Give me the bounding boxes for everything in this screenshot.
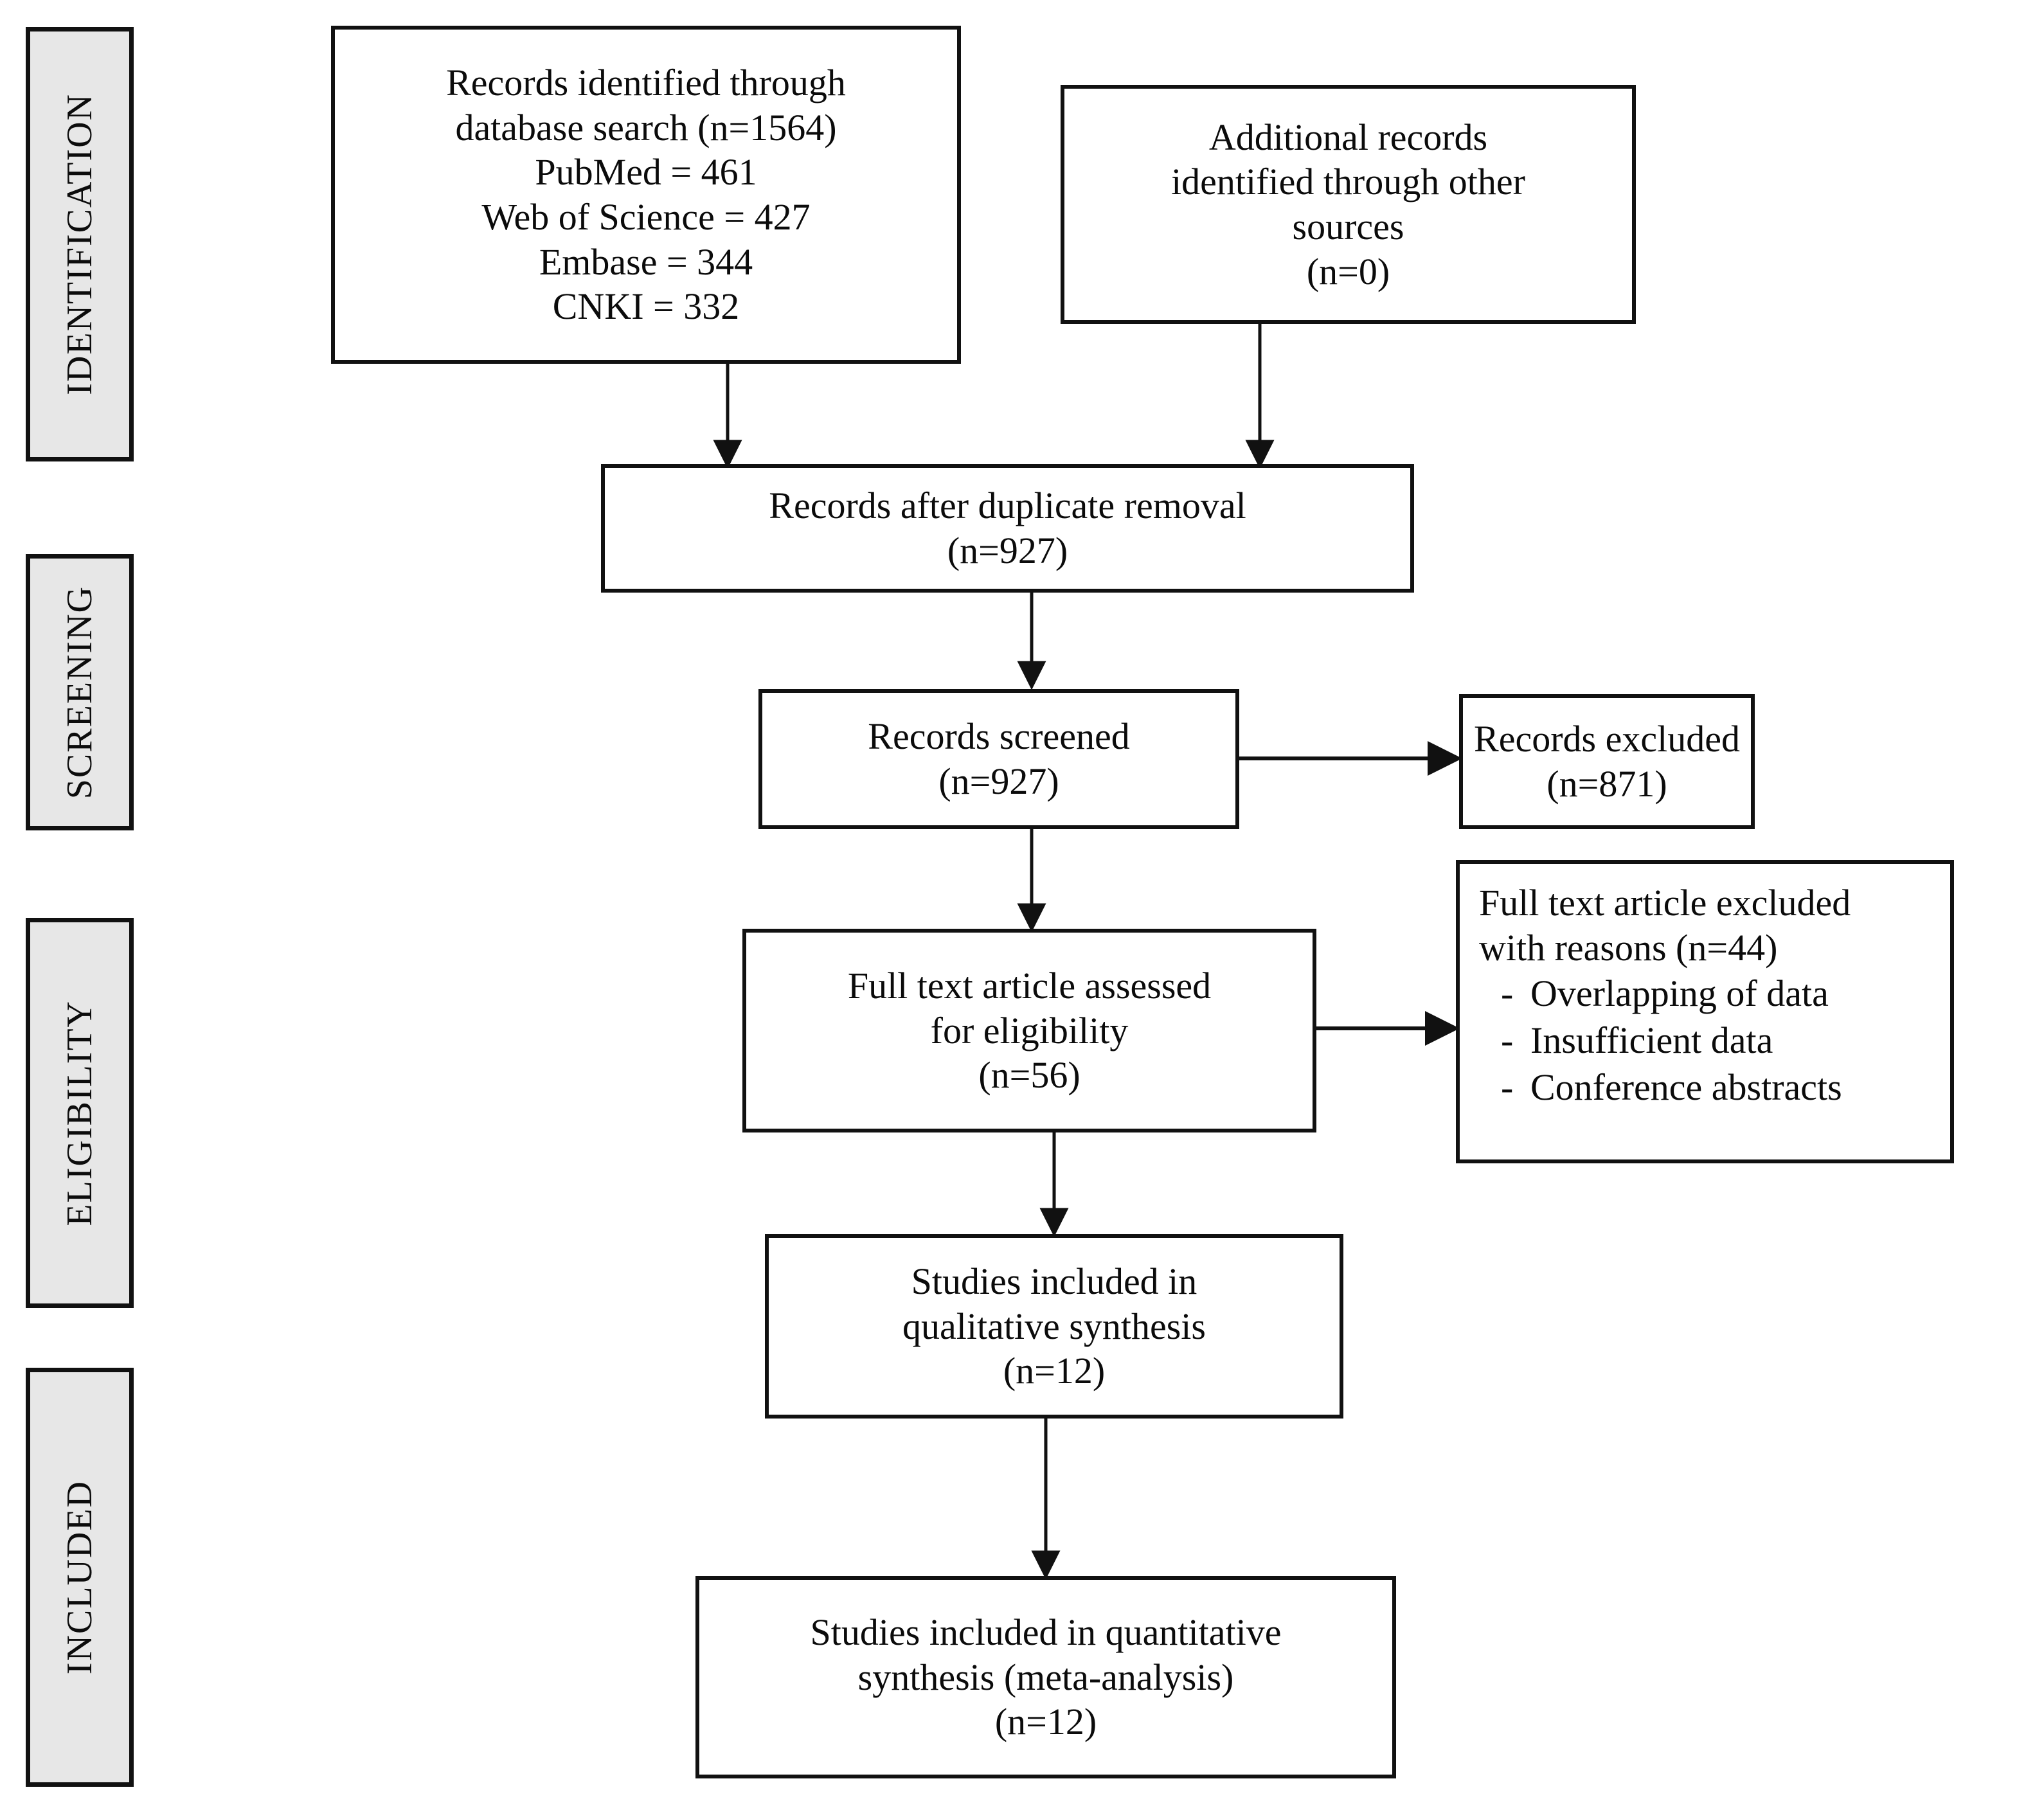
box-qualitative-synthesis: Studies included in qualitative synthesi… <box>765 1234 1343 1419</box>
box-line: qualitative synthesis <box>902 1305 1206 1347</box>
exclusion-reason-item: - Conference abstracts <box>1479 1064 1842 1111</box>
box-additional-records: Additional records identified through ot… <box>1061 85 1636 324</box>
phase-included-label: INCLUDED <box>60 1480 100 1675</box>
exclusion-reason-item: - Insufficient data <box>1479 1017 1773 1064</box>
box-line: Studies included in <box>911 1260 1197 1303</box>
box-database-search: Records identified through database sear… <box>331 26 961 364</box>
exclusion-reason-label: Overlapping of data <box>1530 972 1829 1015</box>
box-line: Studies included in quantitative <box>810 1611 1282 1654</box>
box-fulltext-assessed: Full text article assessed for eligibili… <box>742 929 1316 1132</box>
box-duplicate-removal: Records after duplicate removal (n=927) <box>601 464 1414 593</box>
box-records-screened: Records screened (n=927) <box>758 689 1239 829</box>
phase-screening: SCREENING <box>26 554 134 830</box>
box-line: with reasons (n=44) <box>1479 926 1778 969</box>
phase-identification-label: IDENTIFICATION <box>60 93 100 395</box>
box-line: (n=871) <box>1546 763 1667 805</box>
box-line: Web of Science = 427 <box>481 196 811 238</box>
box-line: for eligibility <box>930 1009 1129 1052</box>
box-line: sources <box>1292 206 1404 247</box>
box-records-excluded: Records excluded (n=871) <box>1459 694 1755 829</box>
box-line: (n=927) <box>938 760 1059 802</box>
box-fulltext-excluded: Full text article excluded with reasons … <box>1456 860 1954 1163</box>
box-line: (n=56) <box>978 1054 1080 1096</box>
box-line: Records excluded <box>1474 718 1740 760</box>
box-line: (n=0) <box>1306 250 1390 292</box>
box-line: Full text article assessed <box>847 965 1212 1007</box>
box-line: (n=927) <box>947 530 1068 571</box>
box-line: (n=12) <box>1003 1350 1106 1392</box>
exclusion-reason-label: Insufficient data <box>1530 1019 1773 1062</box>
phase-screening-label: SCREENING <box>60 585 100 800</box>
box-line: PubMed = 461 <box>535 151 757 193</box>
bullet-dash-icon: - <box>1501 1019 1514 1062</box>
exclusion-reason-label: Conference abstracts <box>1530 1066 1842 1109</box>
box-line: synthesis (meta-analysis) <box>857 1656 1234 1698</box>
box-line: CNKI = 332 <box>552 285 740 328</box>
box-line: Embase = 344 <box>539 240 753 283</box>
phase-included: INCLUDED <box>26 1368 134 1787</box>
box-line: Additional records <box>1208 116 1488 158</box>
exclusion-reason-item: - Overlapping of data <box>1479 970 1829 1017</box>
phase-eligibility: ELIGIBILITY <box>26 918 134 1308</box>
box-line: Records after duplicate removal <box>769 485 1246 527</box>
box-line: Full text article excluded <box>1479 882 1851 924</box>
box-line: Records screened <box>868 715 1130 758</box>
box-line: (n=12) <box>994 1701 1097 1743</box>
phase-identification: IDENTIFICATION <box>26 27 134 461</box>
bullet-dash-icon: - <box>1501 972 1514 1015</box>
bullet-dash-icon: - <box>1501 1066 1514 1109</box>
box-line: database search (n=1564) <box>455 106 837 148</box>
box-line: Records identified through <box>446 62 846 104</box>
box-quantitative-synthesis: Studies included in quantitative synthes… <box>695 1576 1396 1778</box>
phase-eligibility-label: ELIGIBILITY <box>60 999 100 1226</box>
box-line: identified through other <box>1171 161 1525 203</box>
